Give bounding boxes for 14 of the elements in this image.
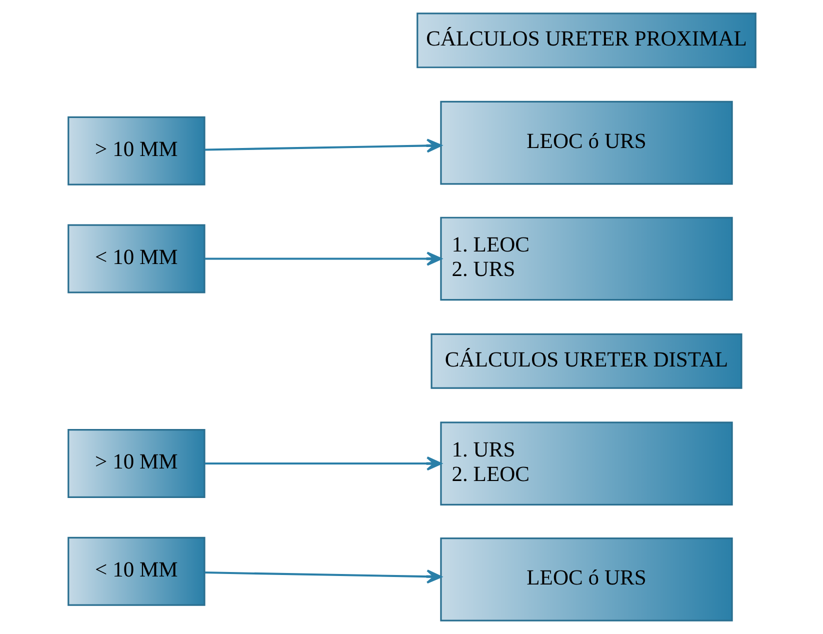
arrow [204,456,442,471]
node-box: < 10 MM [67,536,205,606]
arrow [204,138,442,153]
node-box: 1. LEOC 2. URS [440,216,732,301]
node-box: LEOC ó URS [440,100,732,185]
node-box: 1. URS 2. LEOC [440,422,732,506]
node-box: < 10 MM [67,224,205,294]
node-box: CÁLCULOS URETER DISTAL [430,333,742,389]
node-box: > 10 MM [67,429,205,498]
arrow [204,570,442,584]
node-box: CÁLCULOS URETER PROXIMAL [416,12,756,68]
node-box: LEOC ó URS [440,538,732,622]
arrow [204,252,442,266]
node-box: > 10 MM [67,116,205,186]
